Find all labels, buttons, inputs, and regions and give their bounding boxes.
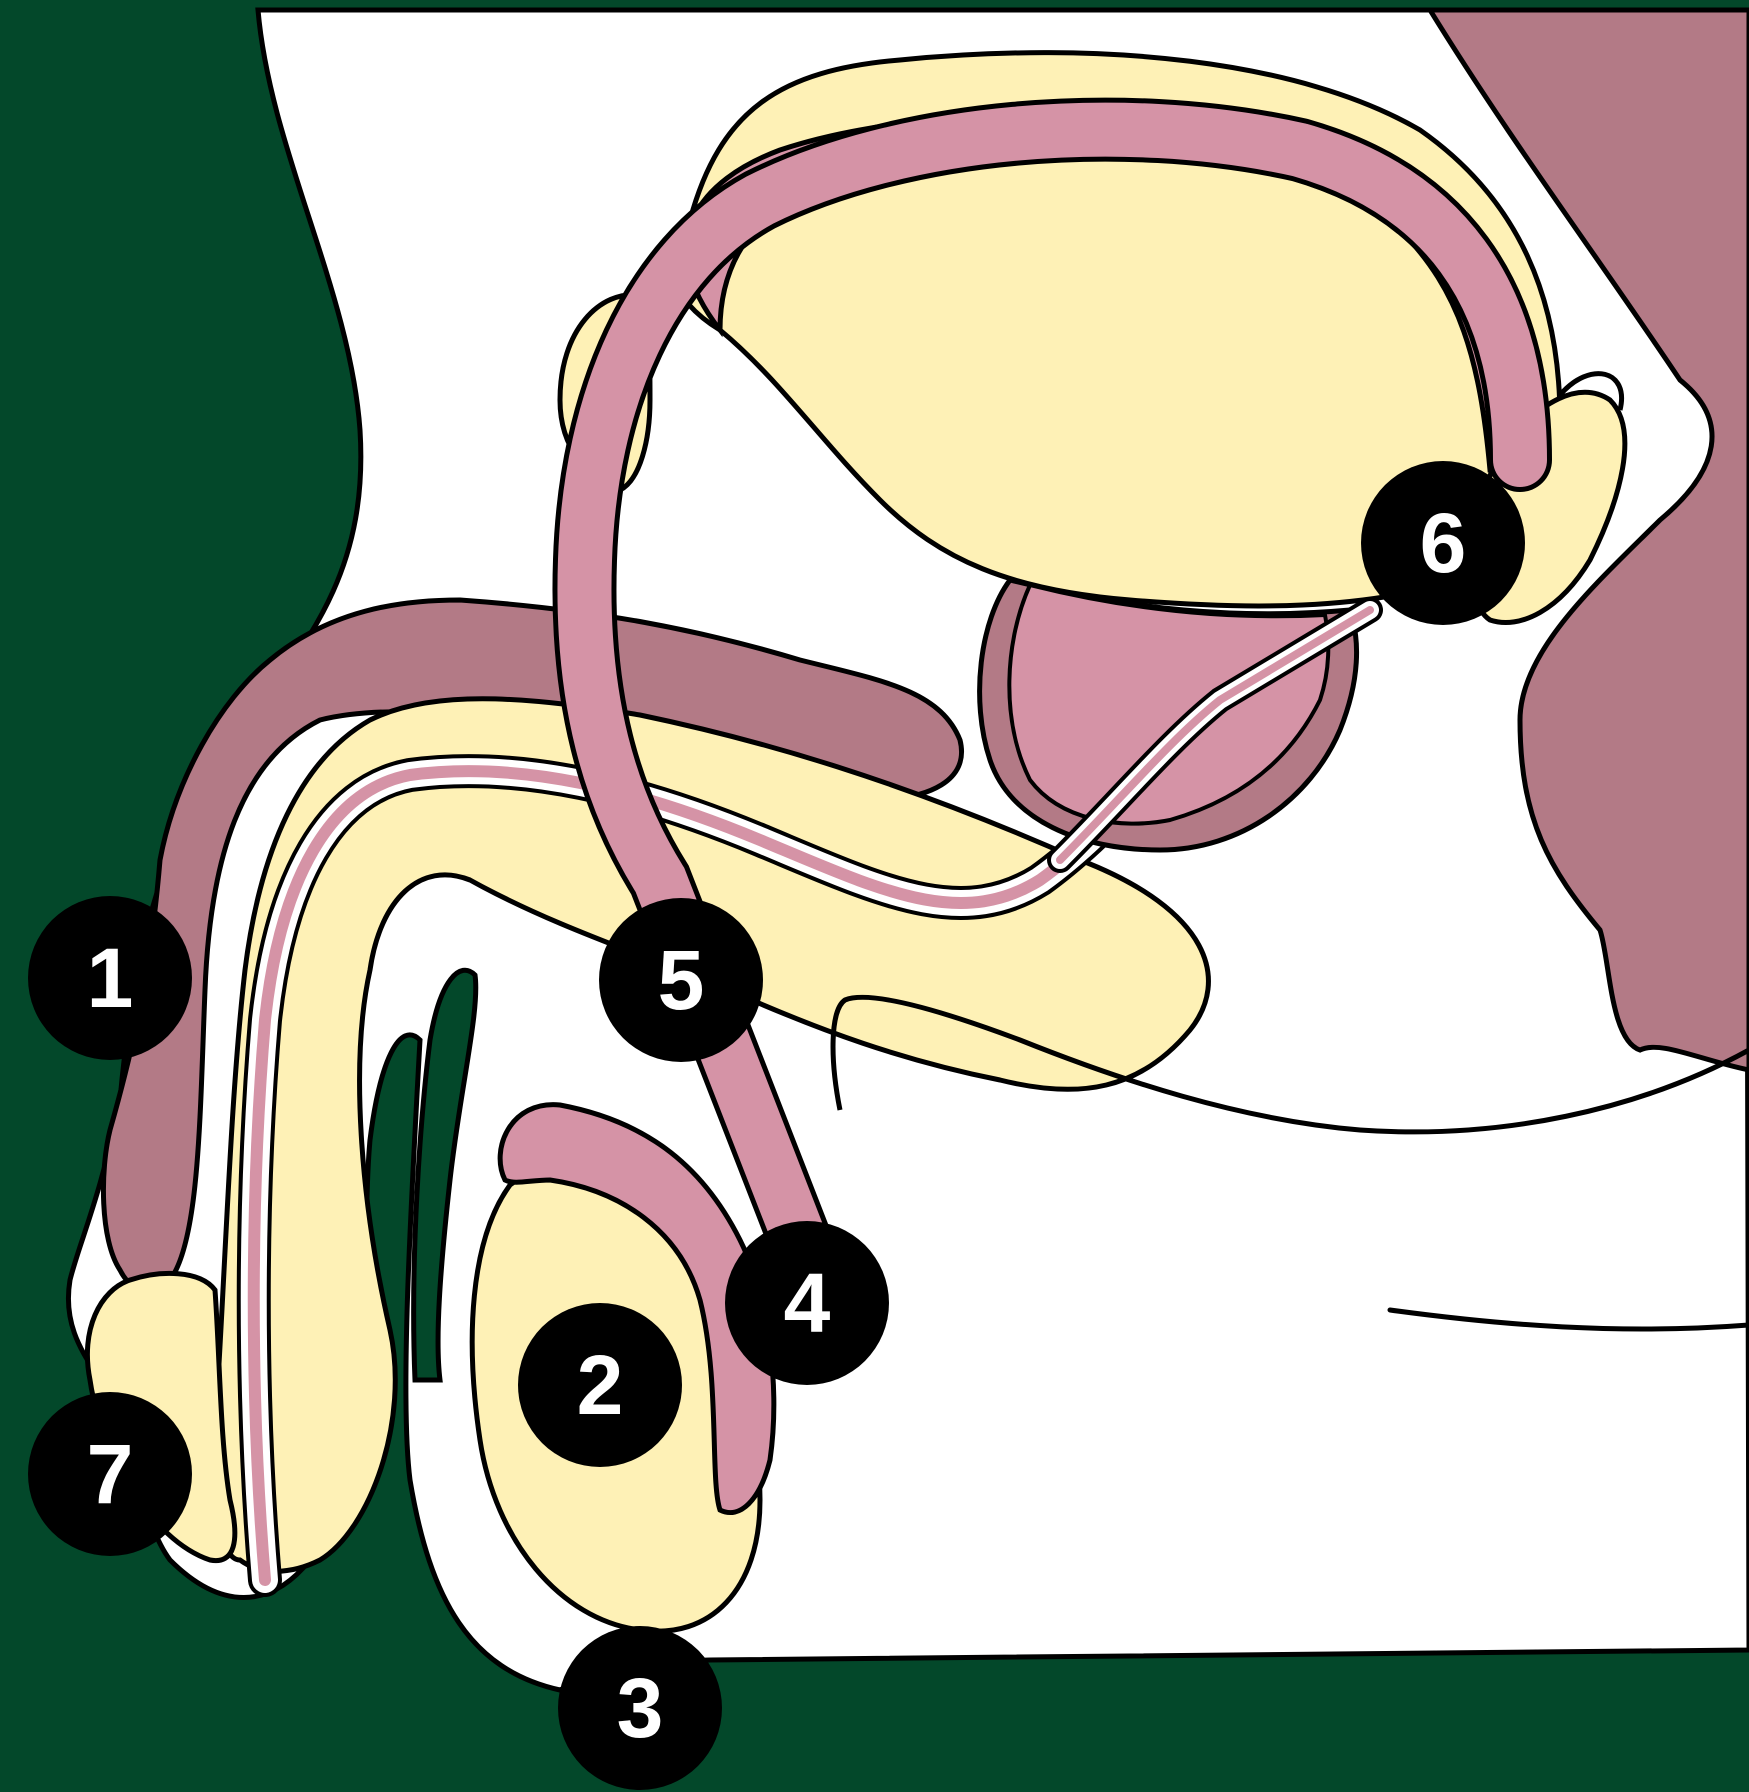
marker-7: 7: [28, 1392, 192, 1556]
marker-5-label: 5: [658, 933, 705, 1027]
marker-6: 6: [1361, 461, 1525, 625]
marker-1-label: 1: [87, 931, 134, 1025]
marker-6-label: 6: [1420, 496, 1467, 590]
marker-4: 4: [725, 1221, 889, 1385]
marker-2-label: 2: [577, 1338, 624, 1432]
marker-5: 5: [599, 898, 763, 1062]
marker-3: 3: [558, 1626, 722, 1790]
marker-3-label: 3: [617, 1661, 664, 1755]
marker-7-label: 7: [87, 1427, 134, 1521]
marker-2: 2: [518, 1303, 682, 1467]
marker-4-label: 4: [784, 1256, 831, 1350]
marker-1: 1: [28, 896, 192, 1060]
